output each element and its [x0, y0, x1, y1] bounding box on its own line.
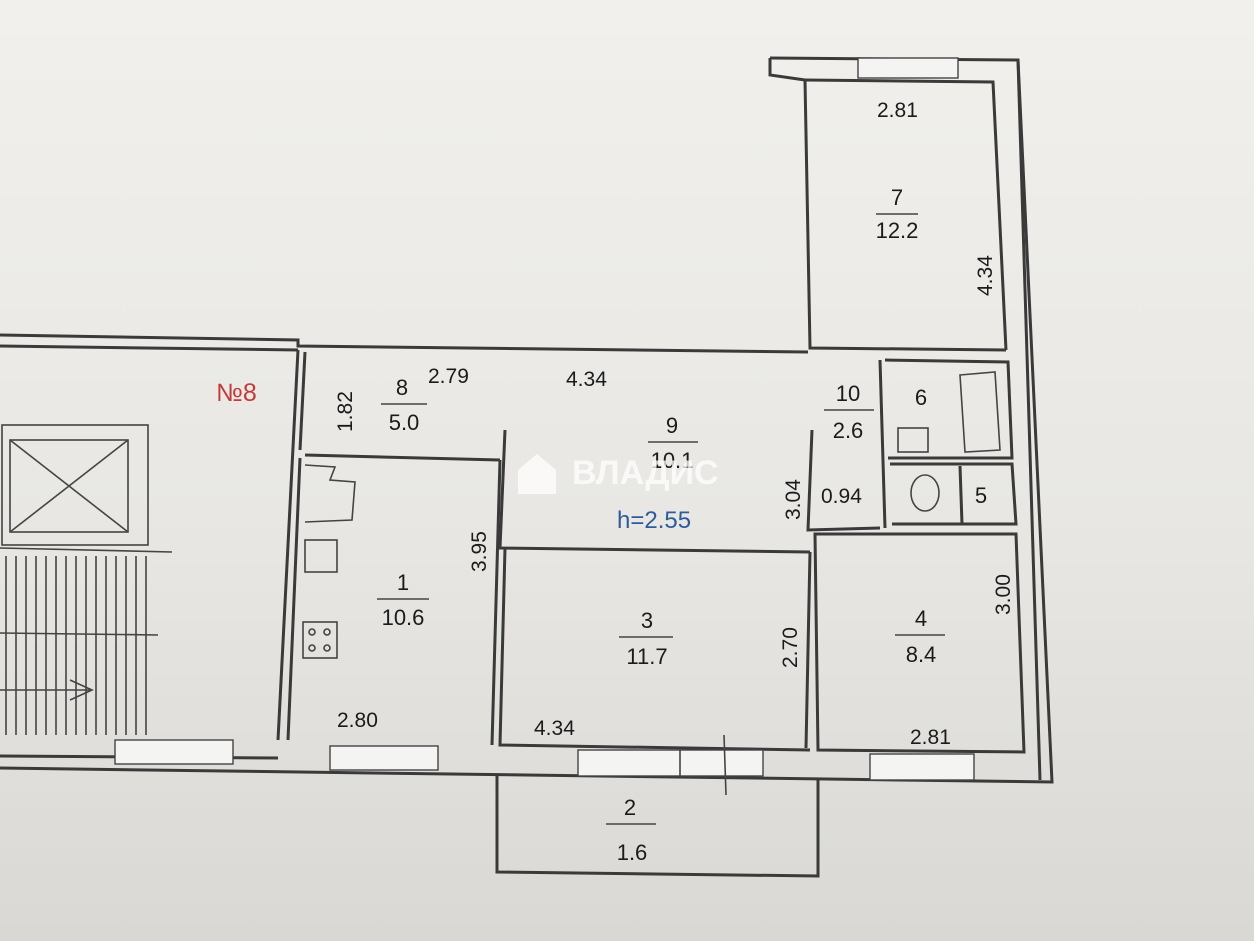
dim-label: 2.79 [428, 365, 469, 388]
room-6-number: 6 [915, 385, 927, 410]
room-9-area: 10.1 [651, 448, 694, 473]
room-4-area: 8.4 [906, 642, 937, 667]
stove [302, 621, 338, 659]
room-5-number: 5 [975, 483, 987, 508]
labels: №8 2.81 7 12.2 4.34 1.82 2.79 8 5.0 4.34… [216, 99, 1015, 865]
dim-label: 2.80 [337, 709, 378, 732]
dim-label: 4.34 [566, 368, 607, 391]
room-3-area: 11.7 [626, 644, 667, 669]
room-2-number: 2 [624, 795, 636, 820]
watermark-logo [518, 454, 556, 494]
dim-label: 2.70 [779, 627, 802, 668]
room-10-number: 10 [836, 381, 860, 406]
room-2-area: 1.6 [617, 840, 648, 865]
kitchen-sink [304, 539, 338, 573]
interior-walls [286, 351, 1026, 754]
ceiling-height: h=2.55 [617, 507, 691, 534]
room-8-area: 5.0 [389, 410, 420, 435]
elevator-shaft [9, 439, 129, 533]
dim-label: 3.00 [992, 574, 1015, 615]
sink [897, 427, 929, 453]
stair-steps [5, 556, 147, 735]
apartment-number: №8 [216, 379, 257, 407]
room-10-area: 2.6 [833, 418, 864, 443]
dim-label: 0.94 [821, 485, 862, 508]
dim-label: 3.95 [468, 531, 491, 572]
dim-label: 3.04 [782, 479, 805, 520]
toilet [910, 474, 940, 512]
watermark-text: ВЛАДИС [572, 454, 719, 492]
dim-label: 2.81 [877, 99, 918, 122]
watermark: ВЛАДИС [518, 454, 719, 494]
fixtures [302, 371, 1001, 659]
room-9-number: 9 [666, 413, 678, 438]
room-7-number: 7 [891, 185, 903, 210]
dim-label: 4.34 [534, 717, 575, 740]
stairwell [0, 349, 300, 741]
room-1-area: 10.6 [382, 605, 425, 630]
dim-label: 2.81 [910, 726, 951, 749]
room-1-number: 1 [397, 570, 409, 595]
dim-label: 4.34 [974, 255, 997, 296]
windows [114, 57, 975, 796]
bathtub [959, 371, 1001, 453]
room-3-number: 3 [641, 608, 653, 633]
room-7 [803, 79, 1007, 352]
balcony [495, 776, 820, 878]
room-7-area: 12.2 [876, 218, 919, 243]
room-8-number: 8 [396, 375, 408, 400]
dim-label: 1.82 [334, 391, 357, 432]
room-4-number: 4 [915, 606, 927, 631]
outer-walls [0, 56, 1054, 784]
